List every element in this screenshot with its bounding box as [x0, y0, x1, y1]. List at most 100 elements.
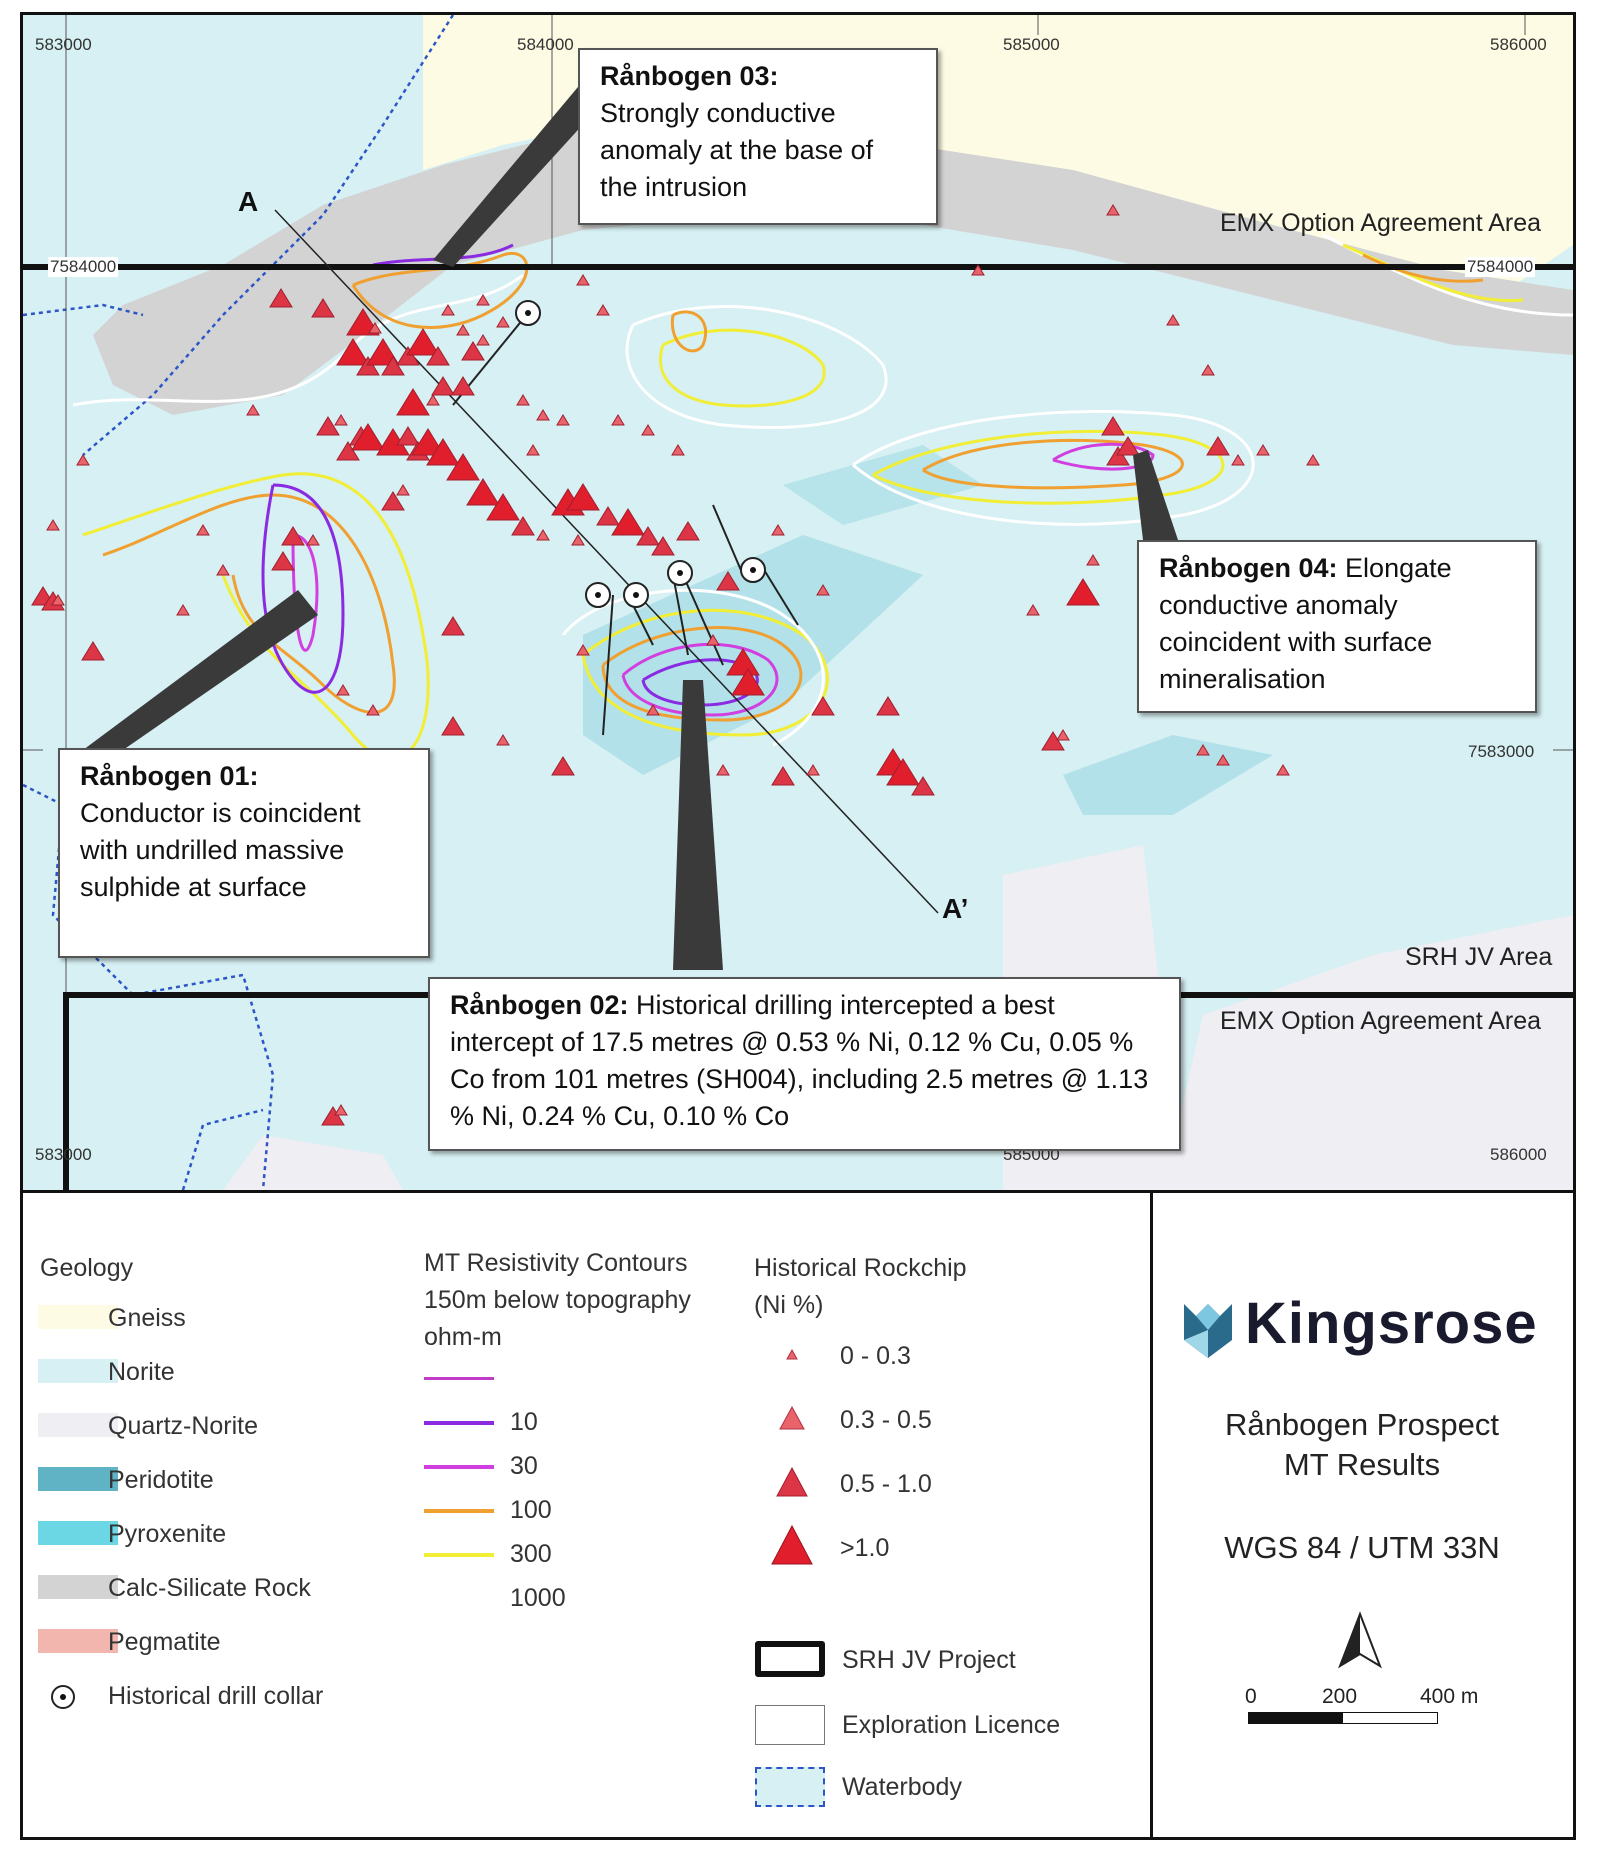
grid-label-x: 585000	[1003, 35, 1060, 54]
drill-collar-icon	[623, 582, 649, 608]
rockchip-triangle	[806, 764, 820, 776]
rockchip-triangle	[336, 684, 350, 696]
rockchip-triangle	[556, 414, 570, 426]
rockchip-triangle	[476, 334, 490, 346]
rockchip-triangle	[406, 328, 440, 356]
rockchip-triangle	[876, 696, 900, 716]
srh-jv-swatch	[755, 1641, 825, 1677]
quartz-norite-unit	[1163, 915, 1573, 1190]
section-line	[274, 209, 939, 914]
rockchip-triangle	[51, 594, 65, 606]
rockchip-triangle	[716, 764, 730, 776]
contour-swatch	[424, 1465, 494, 1469]
callout-ranbogen-03: Rånbogen 03: Strongly conductive anomaly…	[578, 48, 938, 225]
rockchip-triangle	[1106, 446, 1130, 466]
rockchip-triangle	[311, 298, 335, 318]
legend-mt-title-line: MT Resistivity Contours	[424, 1249, 688, 1277]
rockchip-triangle	[911, 776, 935, 796]
rockchip-triangle	[771, 524, 785, 536]
rockchip-triangle	[441, 304, 455, 316]
rockchip-triangle	[1086, 554, 1100, 566]
peridotite-unit	[1063, 735, 1273, 815]
rockchip-triangle	[396, 346, 420, 366]
mt-contours	[72, 233, 1573, 761]
grid-label-y: 7584000	[1465, 257, 1536, 277]
north-arrow-icon	[1338, 1611, 1382, 1669]
callout-text: Conductor is coincident with undrilled m…	[80, 798, 361, 902]
drill-collar-icon	[667, 560, 693, 586]
legend-mt-title-line: ohm-m	[424, 1323, 502, 1351]
grid-label-y: 7584000	[48, 257, 119, 277]
rockchip-triangle	[551, 756, 575, 776]
rockchip-triangle	[336, 441, 360, 461]
rockchip-triangle	[641, 424, 655, 436]
rockchip-triangle	[886, 758, 920, 786]
rockchip-triangle	[651, 536, 675, 556]
kingsrose-logo-icon	[1184, 1304, 1232, 1358]
rockchip-triangle	[511, 516, 535, 536]
legend-geology-item: Gneiss	[108, 1304, 186, 1332]
rockchip-triangle	[396, 388, 430, 416]
calc-silicate-swatch	[38, 1575, 118, 1599]
rockchip-triangle	[46, 519, 60, 531]
callout-ranbogen-01: Rånbogen 01: Conductor is coincident wit…	[58, 748, 430, 958]
rockchip-triangle	[1256, 444, 1270, 456]
waterbody-swatch	[755, 1767, 825, 1807]
callout-text: Elongate conductive anomaly coincident w…	[1159, 553, 1452, 694]
rockchip-triangle	[1106, 204, 1120, 216]
scale-bar-white	[1342, 1712, 1438, 1724]
rockchip-triangle	[486, 493, 520, 521]
legend-geology-item: Norite	[108, 1358, 175, 1386]
callout-pointer-04	[1133, 450, 1178, 540]
rockchip-triangle	[271, 551, 295, 571]
map-title-line: MT Results	[1283, 1447, 1441, 1482]
rockchip-triangle	[611, 508, 645, 536]
rockchip-triangle	[334, 414, 348, 426]
scale-label: 0	[1245, 1685, 1257, 1708]
rockchip-triangle-icon	[786, 1348, 798, 1360]
section-label-start: A	[238, 186, 259, 217]
rockchip-triangle	[731, 668, 765, 696]
legend-geology-item: Peridotite	[108, 1466, 214, 1494]
rockchip-triangle	[81, 641, 105, 661]
pegmatite-swatch	[38, 1629, 118, 1653]
legend-contour-label: 100	[510, 1496, 552, 1524]
norite-unit	[23, 15, 423, 205]
rockchip-triangle	[1231, 454, 1245, 466]
map-title-line: Rånbogen Prospect	[1224, 1407, 1500, 1442]
rockchip-triangle	[771, 766, 795, 786]
legend-contour-label: 30	[510, 1452, 538, 1480]
rockchip-triangle	[381, 491, 405, 511]
callout-text: Strongly conductive anomaly at the base …	[600, 98, 874, 202]
rockchip-triangle-icon	[779, 1405, 805, 1430]
rockchip-triangle	[426, 346, 450, 366]
rockchip-triangle	[1276, 764, 1290, 776]
area-label-srh: SRH JV Area	[1405, 943, 1553, 971]
contour-swatch	[424, 1509, 494, 1513]
rockchip-triangle	[646, 704, 660, 716]
legend-geology-item: Historical drill collar	[108, 1682, 324, 1710]
callout-ranbogen-04: Rånbogen 04: Elongate conductive anomaly…	[1137, 540, 1537, 713]
rockchip-triangle	[346, 308, 380, 336]
grid-label-x: 583000	[35, 35, 92, 54]
rockchip-layer	[31, 204, 1320, 1126]
exploration-licence-swatch	[755, 1705, 825, 1745]
rockchip-triangle	[811, 696, 835, 716]
callout-title: Rånbogen 02:	[450, 990, 629, 1020]
rockchip-triangle	[496, 734, 510, 746]
rockchip-triangle	[1306, 454, 1320, 466]
legend-geology-item: Pegmatite	[108, 1628, 221, 1656]
callout-title: Rånbogen 01:	[80, 761, 259, 791]
rockchip-triangle	[1216, 754, 1230, 766]
rockchip-triangle	[426, 394, 440, 406]
rockchip-triangle-icon	[771, 1524, 813, 1565]
rockchip-triangle	[461, 341, 485, 361]
contour-swatch	[424, 1597, 494, 1601]
rockchip-triangle	[426, 438, 460, 466]
legend-boundary-label: Waterbody	[842, 1773, 962, 1801]
rockchip-triangle	[1196, 744, 1210, 756]
rockchip-triangle	[451, 376, 475, 396]
rockchip-triangle	[726, 648, 760, 676]
scale-label: 400 m	[1420, 1685, 1479, 1708]
rockchip-triangle	[321, 1106, 345, 1126]
